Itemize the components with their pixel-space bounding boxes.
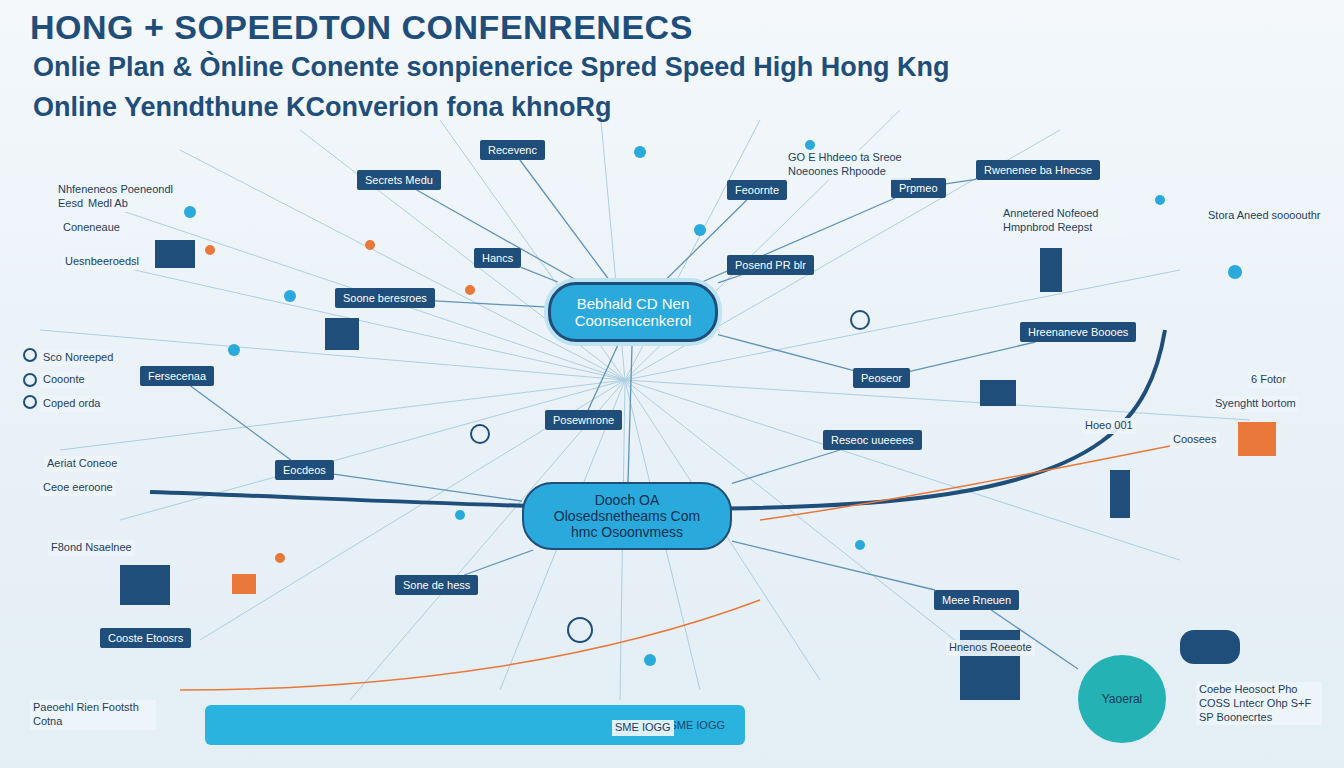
note-label: Coneneaue <box>60 220 123 236</box>
note-label: Sco Noreeped <box>40 350 116 366</box>
connector-line <box>588 342 619 410</box>
connector-line <box>702 198 895 282</box>
connector-line <box>521 267 558 282</box>
note-label: Paeoehl Rien Footsth Cotna <box>30 700 156 730</box>
note-label: SME IOGG <box>612 720 674 736</box>
node-text: Reseoc uueeees <box>831 434 914 446</box>
connector-line <box>718 335 853 371</box>
process-box: Soone beresroes <box>335 288 435 308</box>
process-box: Cooste Etoosrs <box>100 628 191 648</box>
node-text: Posend PR blr <box>735 259 806 271</box>
node-text: Recevenc <box>488 144 537 156</box>
oval-node: Dooch OA Olosedsnetheams Com hmc Osoonvm… <box>522 482 732 550</box>
note-label: Annetered Nofeoed Hmpnbrod Reepst <box>1000 206 1126 236</box>
connector-line <box>191 386 291 460</box>
process-box: Posend PR blr <box>727 255 814 275</box>
node-text: Hancs <box>482 252 513 264</box>
note-label: Medl Ab <box>85 196 131 212</box>
note-label: Coebe Heosoct Pho COSS Lntecr Ohp S+F SP… <box>1196 682 1322 725</box>
node-text: Peoseor <box>861 372 902 384</box>
note-label: 6 Fotor <box>1248 372 1289 388</box>
process-box: Sone de hess <box>395 575 478 595</box>
node-text: Eocdeos <box>283 464 326 476</box>
process-box: Secrets Medu <box>357 170 441 190</box>
process-box: Hancs <box>474 248 521 268</box>
note-label: Stora Aneed soooouthr <box>1205 208 1324 224</box>
connector-line <box>732 450 840 483</box>
connector-line <box>464 550 533 575</box>
cloud-node: Bebhald CD Nen Coonsencenkerol <box>548 282 718 342</box>
process-box: Fersecenaa <box>140 366 214 386</box>
note-label: Cooonte <box>40 372 88 388</box>
connector-line <box>718 275 741 283</box>
connector-line <box>435 301 548 307</box>
connector-line <box>910 342 1035 371</box>
note-label: Uesnbeeroedsl <box>62 254 142 270</box>
connector-line <box>334 474 522 501</box>
node-text: Cooste Etoosrs <box>108 632 183 644</box>
process-box: Peoseor <box>853 368 910 388</box>
node-text: Rwenenee ba Hnecse <box>984 164 1092 176</box>
note-label: Hoeo 001 <box>1082 418 1136 434</box>
node-text: Fersecenaa <box>148 370 206 382</box>
process-box: Rwenenee ba Hnecse <box>976 160 1100 180</box>
node-text: Prpmeo <box>899 182 938 194</box>
diagram-title: HONG + SOPEEDTON CONFENRENECS <box>30 8 693 47</box>
process-box: Hreenaneve Boooes <box>1020 322 1136 342</box>
note-label: Syenghtt bortom <box>1212 396 1299 412</box>
note-label: Coosees <box>1170 432 1219 448</box>
connector-line <box>520 160 611 282</box>
connector-line <box>732 541 935 590</box>
circle-node: Yaoeral <box>1078 655 1166 743</box>
connector-line <box>946 179 976 184</box>
node-text: Bebhald CD Nen Coonsencenkerol <box>573 295 693 329</box>
node-text: Secrets Medu <box>365 174 433 186</box>
node-text: Feoornte <box>735 184 779 196</box>
process-box: Reseoc uueeees <box>823 430 922 450</box>
process-box: Eocdeos <box>275 460 334 480</box>
process-box: Prpmeo <box>891 178 946 198</box>
process-box: Meee Rneuen <box>934 590 1019 610</box>
note-label: Ceoe eeroone <box>40 480 116 496</box>
subtitle: Online Yenndthune KConverion fona khnoRg <box>30 92 615 124</box>
node-text: SME IOGG <box>669 719 725 731</box>
node-text: Yaoeral <box>1102 692 1142 706</box>
node-text: Meee Rneuen <box>942 594 1011 606</box>
process-box: Recevenc <box>480 140 545 160</box>
node-text: Dooch OA Olosedsnetheams Com hmc Osoonvm… <box>550 492 704 540</box>
note-label: Hnenos Roeeote <box>946 640 1035 656</box>
process-box: Feoornte <box>727 180 787 200</box>
note-label: Aeriat Coneoe <box>44 456 120 472</box>
node-text: Soone beresroes <box>343 292 427 304</box>
note-label: Coped orda <box>40 396 104 412</box>
note-label: F8ond Nsaelnee <box>48 540 135 556</box>
node-text: Sone de hess <box>403 579 470 591</box>
connector-line <box>417 190 580 282</box>
process-box: Posewnrone <box>545 410 622 430</box>
node-text: Hreenaneve Boooes <box>1028 326 1128 338</box>
note-label: GO E Hhdeeo ta Sreoe Noeoones Rhpoode <box>785 150 911 180</box>
node-text: Posewnrone <box>553 414 614 426</box>
connector-line <box>628 342 632 482</box>
subtitle: Onlie Plan & Ònline Conente sonpienerice… <box>30 52 953 84</box>
